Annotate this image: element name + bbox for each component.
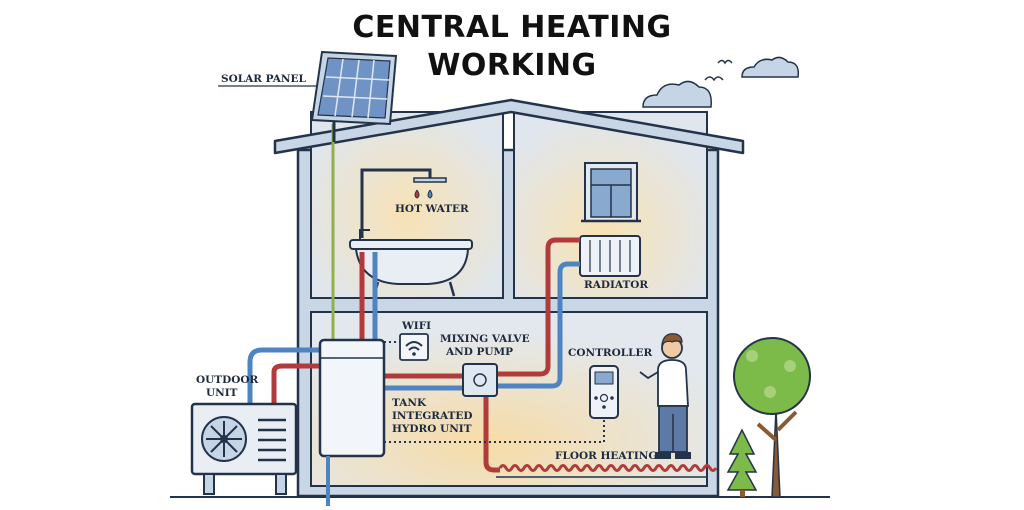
outdoor-pipes: [247, 347, 322, 406]
title-line-1: CENTRAL HEATING: [352, 10, 672, 45]
cloud-icon: [642, 80, 712, 108]
bird-icon: [704, 76, 724, 82]
label-mixing-valve-2: AND PUMP: [446, 346, 514, 358]
label-controller: CONTROLLER: [568, 347, 653, 359]
label-tank-2: INTEGRATED: [392, 410, 473, 422]
label-solar-panel: SOLAR PANEL: [221, 73, 306, 85]
fan-icon: [201, 416, 247, 462]
label-floor-heating: FLOOR HEATING: [555, 450, 658, 462]
shower-icon: [360, 168, 447, 238]
wifi-icon: [399, 333, 429, 361]
window-icon: [581, 162, 641, 223]
bathtub-icon: [349, 229, 473, 297]
label-wifi: WIFI: [402, 320, 432, 332]
radiator-icon: [579, 235, 641, 277]
cloud-icon: [741, 56, 800, 78]
title-line-2: WORKING: [427, 48, 597, 83]
label-mixing-valve-1: MIXING VALVE: [440, 333, 530, 345]
cold-pipe-radiator: [497, 261, 580, 389]
floor-heating-feed: [483, 395, 500, 473]
label-hot-water: HOT WATER: [395, 203, 469, 215]
roof: [273, 98, 745, 155]
label-radiator: RADIATOR: [584, 279, 649, 291]
label-outdoor-2: UNIT: [206, 387, 238, 399]
tank-icon: [318, 338, 386, 506]
floor-heating-coil: [498, 464, 718, 472]
label-tank-1: TANK: [392, 397, 427, 409]
label-outdoor-1: OUTDOOR: [196, 374, 259, 386]
controller-link: [384, 418, 605, 443]
tree-icon: [733, 337, 811, 498]
bird-icon: [717, 59, 733, 65]
mixing-valve-icon: [462, 363, 498, 397]
solar-panel-icon: [310, 50, 398, 126]
label-tank-3: HYDRO UNIT: [392, 423, 472, 435]
controller-icon: [589, 365, 619, 419]
person-icon: [639, 333, 691, 459]
tree-icon: [726, 428, 758, 497]
hot-pipe-radiator: [497, 237, 580, 377]
